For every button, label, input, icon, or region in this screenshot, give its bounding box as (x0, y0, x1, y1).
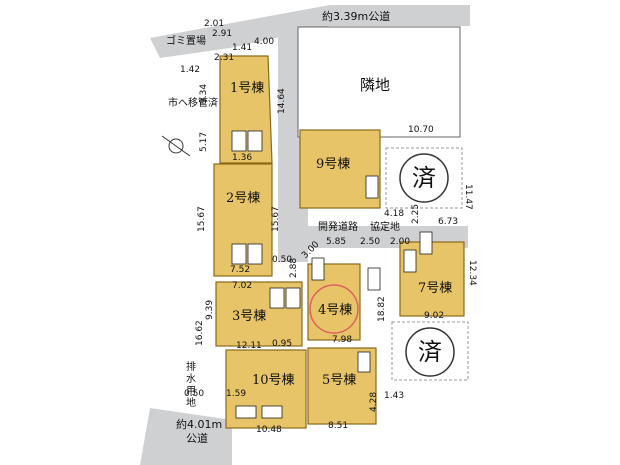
dim-label: 6.73 (438, 217, 458, 227)
dim-label: 1.41 (232, 43, 252, 53)
dim-label: 12.34 (467, 260, 477, 286)
sold-text-a: 済 (412, 164, 436, 192)
dim-label: 2.31 (214, 53, 234, 63)
bottom-road-label-2: 公道 (186, 431, 208, 445)
dim-label: 7.98 (332, 335, 352, 345)
drain-label-3: 用 (186, 386, 196, 397)
dim-label: 2.00 (390, 237, 410, 247)
car-icon (235, 405, 257, 419)
car-icon (247, 130, 263, 152)
car-icon (367, 267, 381, 291)
garbage-label: ゴミ置場 (166, 34, 206, 47)
top-road-label: 約3.39m公道 (322, 9, 390, 23)
drain-label-1: 排 (186, 360, 196, 373)
dim-label: 5.85 (326, 237, 346, 247)
lot-9-label: 9号棟 (316, 157, 350, 172)
dim-label: 9.34 (199, 84, 209, 104)
car-icon (231, 243, 247, 265)
car-icon (269, 287, 285, 309)
drain-label-4: 地 (186, 396, 196, 409)
dim-label: 2.88 (289, 258, 299, 278)
dim-label: 10.48 (256, 425, 282, 435)
dim-label: 11.47 (463, 184, 473, 210)
lot-7-label: 7号棟 (418, 281, 452, 296)
lot-10-label: 10号棟 (252, 373, 295, 388)
lot-5-label: 5号棟 (322, 373, 356, 388)
dim-label: 1.42 (180, 65, 200, 75)
parking-cars (231, 130, 433, 419)
dim-label: 12.11 (236, 341, 262, 351)
north-arrow-icon (161, 135, 191, 157)
bottom-road-label-1: 約4.01m (176, 417, 222, 431)
sold-badge-a (399, 153, 449, 203)
dim-label: 1.59 (226, 389, 246, 399)
lot-4-label: 4号棟 (318, 303, 352, 318)
dev-road-label: 開発道路 (318, 220, 358, 233)
agreement-label: 協定地 (370, 220, 400, 233)
dim-label: 5.17 (199, 132, 209, 152)
dim-label: 15.67 (271, 206, 281, 232)
dim-label: 2.50 (360, 237, 380, 247)
lot-3-label: 3号棟 (232, 309, 266, 324)
dim-label: 9.39 (205, 300, 215, 320)
dim-label: 7.02 (232, 281, 252, 291)
dim-label: 0.95 (272, 339, 292, 349)
dim-label: 2.01 (204, 19, 224, 29)
dim-label: 10.70 (408, 125, 434, 135)
dim-label: 1.36 (232, 153, 252, 163)
car-icon (403, 249, 417, 273)
dim-label: 15.67 (197, 206, 207, 232)
car-icon (311, 257, 325, 281)
car-icon (419, 231, 433, 255)
dim-label: 14.64 (277, 88, 287, 114)
lot-1-label: 1号棟 (230, 81, 264, 96)
sold-badge-b (405, 327, 455, 377)
sold-text-b: 済 (418, 338, 442, 366)
car-icon (365, 175, 379, 199)
dim-label: 7.52 (230, 265, 250, 275)
dim-label: 9.02 (424, 311, 444, 321)
car-icon (247, 243, 263, 265)
top-road (150, 5, 470, 58)
dim-label: 2.91 (212, 29, 232, 39)
drain-label-2: 水 (186, 373, 196, 385)
dim-label: 4.18 (384, 209, 404, 219)
dim-label: 16.62 (195, 320, 205, 346)
dim-label: 0.50 (272, 255, 292, 265)
dim-label: 18.82 (377, 296, 387, 322)
dim-label: 4.00 (254, 37, 274, 47)
lot-2-label: 2号棟 (226, 191, 260, 206)
car-icon (285, 287, 301, 309)
dim-label: 4.28 (369, 392, 379, 412)
neighbor-label: 隣地 (360, 76, 390, 94)
highlight-circle (309, 284, 359, 334)
car-icon (231, 130, 247, 152)
dim-label: 8.51 (328, 421, 348, 431)
car-icon (261, 405, 283, 419)
dim-label: 0.50 (184, 389, 204, 399)
bottom-road (140, 408, 232, 465)
dim-label: 2.25 (411, 204, 421, 224)
car-icon (357, 351, 371, 373)
dim-label: 1.43 (384, 391, 404, 401)
transferred-label: 市へ移管済 (168, 96, 218, 109)
